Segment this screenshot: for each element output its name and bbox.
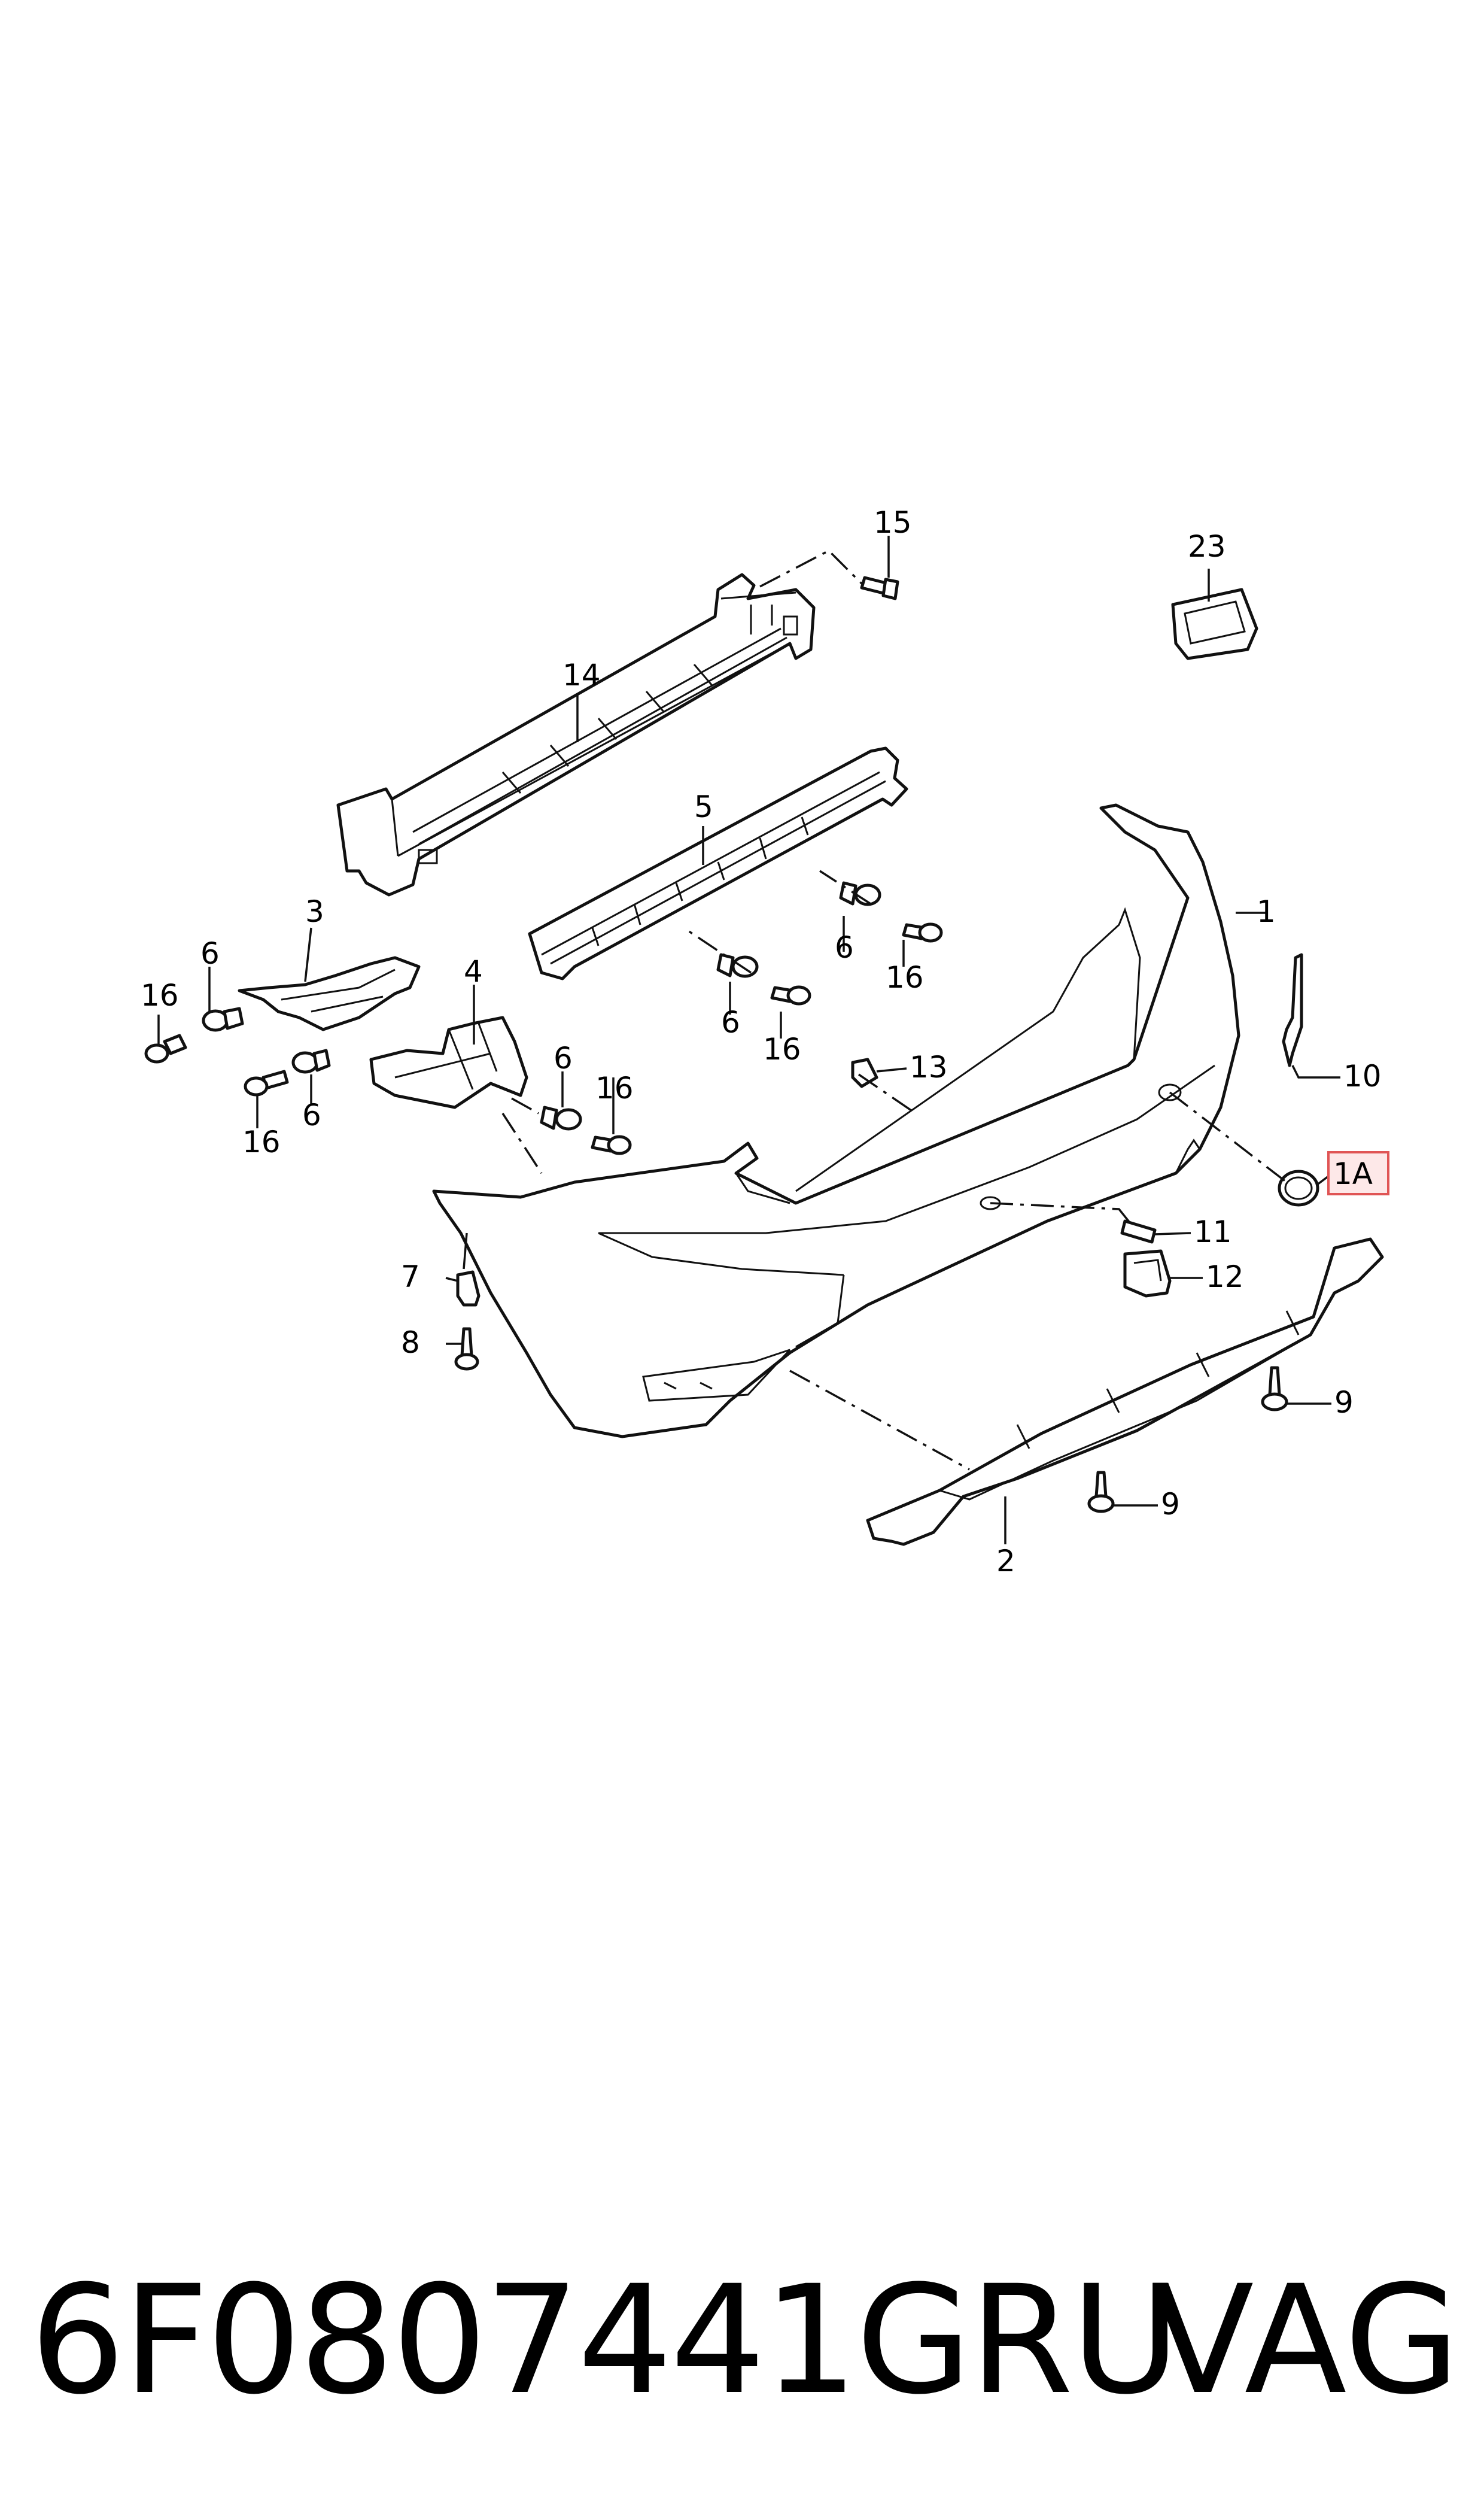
brand-label: VAG	[1151, 2253, 1460, 2427]
footer: 6F0807441GRU VAG	[0, 2263, 1484, 2418]
callout-1: 1	[1257, 894, 1276, 929]
callout-16-b: 16	[242, 1125, 281, 1159]
diffuser	[866, 1237, 1384, 1546]
callout-11: 11	[1194, 1215, 1232, 1249]
callout-14: 14	[562, 658, 601, 693]
callout-2: 2	[996, 1544, 1015, 1578]
energy-absorber	[528, 746, 908, 980]
holder-12	[1123, 1249, 1172, 1298]
nut-7	[456, 1270, 481, 1307]
callout-23: 23	[1188, 529, 1226, 564]
callout-16-a: 16	[141, 978, 179, 1013]
impact-beam	[336, 573, 816, 897]
screw-16e	[591, 1135, 632, 1155]
clip-6c	[839, 881, 881, 906]
clip-11	[1120, 1219, 1157, 1244]
screw-16b	[244, 1070, 289, 1097]
bolt-15	[860, 576, 899, 600]
screw-9a	[1261, 1366, 1288, 1411]
screw-16d	[770, 985, 811, 1006]
callout-1A: 1A	[1333, 1156, 1373, 1191]
callout-9-b: 9	[1161, 1487, 1180, 1522]
clip-6d	[716, 953, 759, 978]
callout-9-a: 9	[1334, 1385, 1354, 1420]
callout-6-e: 6	[554, 1041, 573, 1076]
callout-6-c: 6	[835, 930, 854, 965]
bracket-right	[369, 1016, 528, 1109]
cap-1A	[1278, 1170, 1319, 1207]
callout-16-c: 16	[886, 960, 924, 995]
clip-6a	[202, 1007, 244, 1032]
callout-12: 12	[1206, 1259, 1244, 1294]
bracket-left	[238, 956, 421, 1031]
callout-16-d: 16	[763, 1032, 801, 1067]
callout-6-d: 6	[721, 1005, 740, 1040]
callout-16-e: 16	[595, 1071, 634, 1106]
callout-6-b: 6	[302, 1098, 321, 1133]
clip-13	[851, 1058, 878, 1088]
callout-3: 3	[305, 894, 324, 929]
clip-6b	[291, 1049, 331, 1074]
trim-strip-10	[1282, 953, 1303, 1067]
callout-1A-highlight	[1327, 1151, 1389, 1195]
callout-7: 7	[401, 1259, 420, 1294]
screw-16c	[902, 922, 943, 943]
bumper-cover	[432, 803, 1240, 1438]
screw-8	[454, 1327, 479, 1371]
sensor-holder-23	[1171, 588, 1258, 660]
parts-diagram: 15 23 14 5 1 6 16 6 16 3 6 16 4 6 16 6 1…	[141, 505, 1389, 1578]
callout-4: 4	[464, 954, 483, 989]
part-number: 6F0807441GRU	[30, 2253, 1181, 2427]
callout-5: 5	[694, 790, 713, 824]
clip-6e	[540, 1106, 582, 1131]
callout-13: 13	[910, 1050, 948, 1085]
callout-6-a: 6	[200, 936, 220, 971]
callout-15: 15	[874, 505, 912, 540]
screw-9b	[1087, 1471, 1115, 1513]
callout-10: 10	[1343, 1059, 1382, 1094]
callout-8: 8	[401, 1325, 420, 1360]
screw-16a	[144, 1034, 187, 1064]
